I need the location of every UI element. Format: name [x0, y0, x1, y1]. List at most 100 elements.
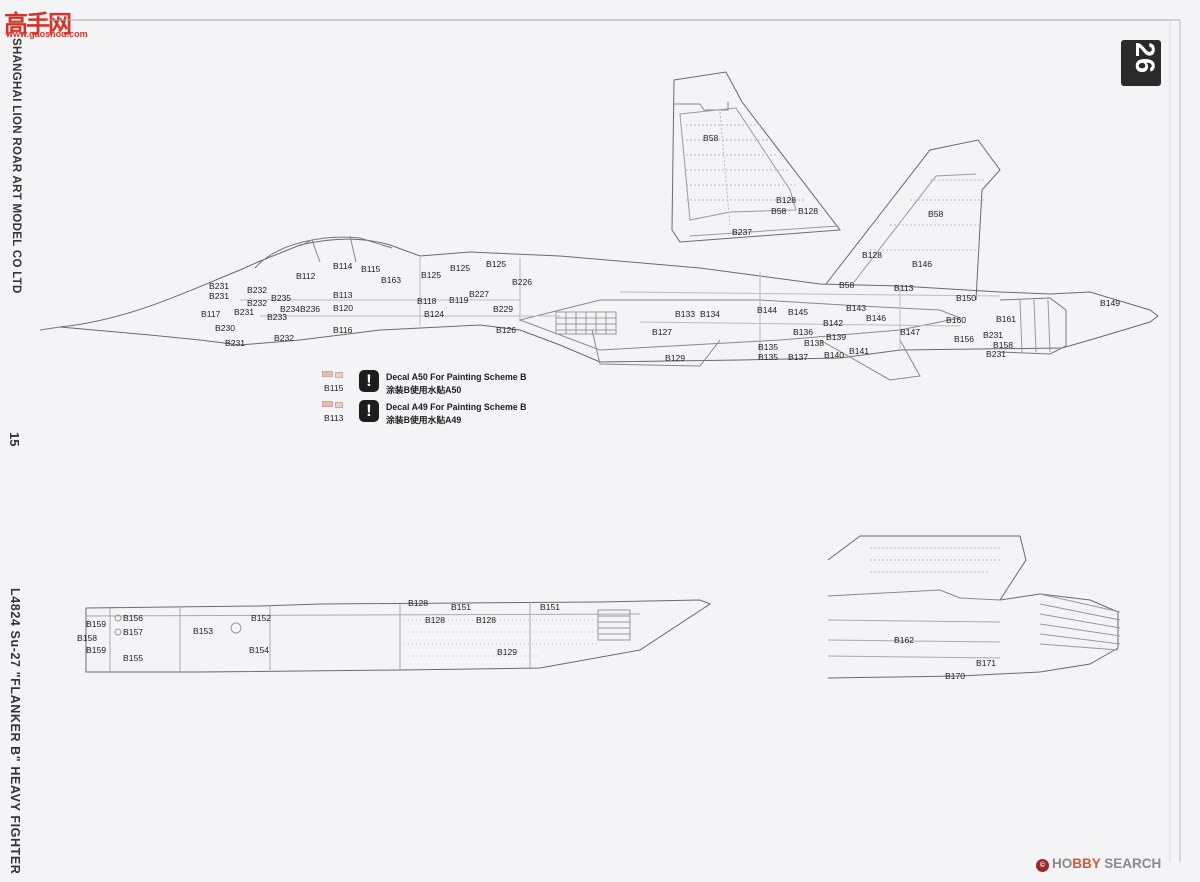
decal-label: B151	[540, 602, 561, 612]
decal-label: B147	[900, 327, 921, 337]
decal-label: B128	[776, 195, 797, 205]
exclamation-icon: !	[359, 370, 379, 392]
note-chinese: 涂装B使用水贴A49	[386, 415, 462, 425]
decal-label: B232	[274, 333, 295, 343]
decal-label: B119	[449, 295, 469, 305]
watermark-suffix: SEARCH	[1100, 856, 1162, 871]
decal-label: B171	[976, 658, 997, 668]
fuselage-side-view	[39, 139, 1159, 381]
decal-label: B128	[408, 598, 429, 608]
decal-label: B233	[267, 312, 288, 322]
watermark-logo: 高手网 www.gaoshou.com	[4, 4, 88, 39]
decal-label: B139	[826, 332, 847, 342]
decal-label: B158	[993, 340, 1014, 350]
decal-label: B231	[209, 291, 230, 301]
decal-label: B135	[758, 352, 779, 362]
decal-label: B134	[700, 309, 721, 319]
tail-detail-view	[827, 535, 1121, 679]
decal-label: B117	[201, 309, 221, 319]
decal-label: B151	[451, 602, 472, 612]
decal-label: B159	[86, 645, 107, 655]
decal-thumbnail	[322, 400, 348, 412]
decal-label: B136	[793, 327, 814, 337]
decal-label: B118	[417, 296, 437, 306]
watermark-prefix: HO	[1052, 856, 1073, 871]
decal-label: B135	[758, 342, 779, 352]
note-english: Decal A50 For Painting Scheme B	[386, 372, 527, 382]
decal-label: B153	[193, 626, 214, 636]
watermark-accent: BBY	[1072, 856, 1101, 871]
note-chinese: 涂装B使用水贴A50	[386, 385, 462, 395]
decal-label: B161	[996, 314, 1017, 324]
hobby-search-watermark: ©HOBBY SEARCH	[1036, 856, 1161, 872]
decal-label: B231	[234, 307, 255, 317]
decal-label: B128	[425, 615, 446, 625]
logo-glyph: 高手网	[4, 10, 72, 38]
decal-label: B160	[946, 315, 967, 325]
decal-label: B149	[1100, 298, 1121, 308]
decal-label: B146	[912, 259, 933, 269]
note-decal-code: B113	[324, 413, 344, 423]
watermark-badge-icon: ©	[1036, 859, 1049, 872]
decal-label: B125	[450, 263, 471, 273]
decal-label: B155	[123, 653, 144, 663]
decal-label: B226	[512, 277, 533, 287]
decal-label: B137	[788, 352, 809, 362]
decal-label: B235	[271, 293, 292, 303]
decal-label: B128	[862, 250, 883, 260]
decal-label: B158	[77, 633, 98, 643]
scheme-note: B115 ! Decal A50 For Painting Scheme B 涂…	[322, 370, 576, 396]
decal-label: B127	[652, 327, 673, 337]
decal-label: B162	[894, 635, 915, 645]
decal-label: B124	[424, 309, 445, 319]
decal-label: B143	[846, 303, 867, 313]
decal-label: B58	[839, 280, 855, 290]
decal-label: B140	[824, 350, 845, 360]
decal-label: B128	[476, 615, 497, 625]
decal-label: B113	[333, 290, 353, 300]
decal-label: B129	[665, 353, 686, 363]
decal-label: B146	[866, 313, 887, 323]
decal-label: B232	[247, 298, 268, 308]
decal-label: B129	[497, 647, 518, 657]
decal-label: B152	[251, 613, 272, 623]
decal-label: B154	[249, 645, 270, 655]
decal-label: B227	[469, 289, 490, 299]
decal-thumbnail	[322, 370, 348, 382]
decal-label: B236	[300, 304, 321, 314]
decal-label: B142	[823, 318, 844, 328]
vertical-fin-view	[671, 71, 841, 243]
note-english: Decal A49 For Painting Scheme B	[386, 402, 527, 412]
decal-label: B125	[421, 270, 442, 280]
decal-label: B170	[945, 671, 966, 681]
decal-label: B159	[86, 619, 107, 629]
decal-label: B231	[225, 338, 246, 348]
decal-label: B230	[215, 323, 236, 333]
decal-label: B114	[333, 261, 353, 271]
decal-label: B115	[361, 264, 381, 274]
decal-label: B157	[123, 627, 144, 637]
decal-label: B113	[894, 283, 914, 293]
decal-label: B120	[333, 303, 354, 313]
decal-label: B234	[280, 304, 301, 314]
decal-label: B58	[928, 209, 944, 219]
decal-label: B126	[496, 325, 517, 335]
decal-label: B237	[732, 227, 753, 237]
decal-label: B144	[757, 305, 778, 315]
decal-label: B112	[296, 271, 316, 281]
decal-label: B125	[486, 259, 507, 269]
decal-label: B156	[123, 613, 144, 623]
decal-label: B232	[247, 285, 268, 295]
decal-label: B133	[675, 309, 696, 319]
decal-label: B58	[771, 206, 787, 216]
decal-label: B231	[983, 330, 1004, 340]
decal-label: B231	[986, 349, 1007, 359]
decal-label: B150	[956, 293, 977, 303]
step-number-badge: 26	[1121, 40, 1161, 86]
decal-label: B145	[788, 307, 809, 317]
decal-label: B58	[703, 133, 719, 143]
decal-label: B138	[804, 338, 825, 348]
note-decal-code: B115	[324, 383, 344, 393]
